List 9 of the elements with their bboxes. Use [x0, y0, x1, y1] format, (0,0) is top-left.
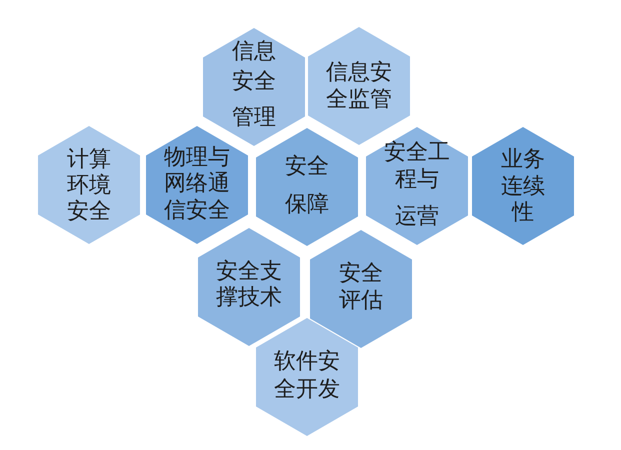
- hexagon-tile: 信息安全管理: [203, 28, 305, 146]
- hexagon-tile: 安全支撑技术: [198, 228, 300, 346]
- hexagon-tile: 软件安全开发: [256, 318, 358, 436]
- hexagon-tile: 业务连续性: [472, 127, 574, 245]
- hexagon-tile: 计算环境安全: [38, 126, 140, 244]
- hexagon-tile: 物理与网络通信安全: [146, 126, 248, 244]
- hexagon-tile: 安全保障: [256, 128, 358, 246]
- hexagon-tile: 安全工程与运营: [366, 127, 468, 245]
- hexagon-tile: 安全评估: [310, 230, 412, 348]
